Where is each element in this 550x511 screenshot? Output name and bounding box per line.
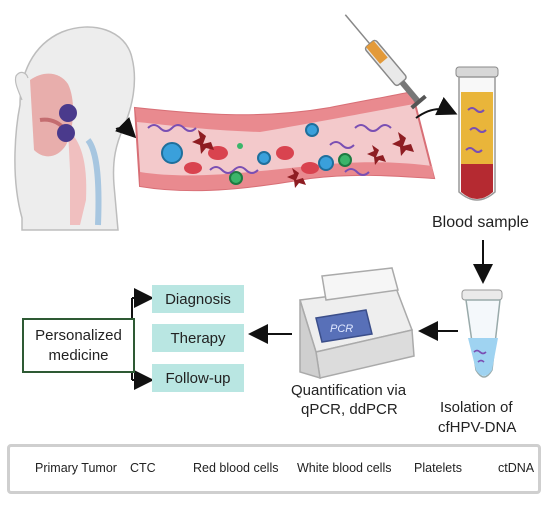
white-blood-cell [338, 153, 352, 167]
red-blood-cell [184, 162, 202, 174]
personalized-medicine-line1: Personalized [35, 326, 122, 344]
primary-tumor-mark [57, 124, 75, 142]
pcr-machine [299, 267, 415, 380]
legend [7, 444, 541, 494]
platelet [392, 132, 414, 156]
personalized-medicine-line2: medicine [48, 346, 109, 364]
blood-vessel [133, 90, 436, 192]
pcr-screen [315, 309, 373, 343]
white-blood-cell [237, 143, 243, 149]
legend-primary-tumor-label: Primary Tumor [35, 461, 117, 475]
flow-arrow [415, 96, 458, 119]
primary-tumor-mark [59, 104, 77, 122]
ctdna-strand [354, 124, 392, 132]
blood-tube [455, 66, 499, 201]
ctc-cell [257, 151, 271, 165]
microtube [461, 289, 503, 378]
pcr-screen-label: PCR [330, 323, 353, 335]
head-illustration [14, 26, 136, 231]
platelet [287, 168, 306, 188]
outcome-follow-up: Follow-up [152, 364, 244, 392]
isolation-label-line2: cfHPV-DNA [438, 419, 517, 436]
isolation-label-line1: Isolation of [440, 399, 513, 416]
ctdna-strand [344, 168, 370, 176]
personalized-medicine-box: Personalized medicine [22, 318, 135, 373]
platelet [367, 145, 386, 165]
quantification-label-line2: qPCR, ddPCR [301, 401, 398, 418]
blood-sample-label: Blood sample [432, 214, 529, 231]
ctdna-strand [329, 141, 355, 149]
ctdna-strand [147, 124, 197, 132]
ctc-cell [318, 155, 334, 171]
legend-red-blood-cells-label: Red blood cells [193, 461, 279, 475]
ctdna-strand [209, 166, 259, 174]
ctc-cell [161, 142, 183, 164]
flow-arrow [115, 117, 137, 139]
legend-platelets-label: Platelets [414, 461, 462, 475]
outcome-therapy: Therapy [152, 324, 244, 352]
quantification-label-line1: Quantification via [291, 382, 407, 399]
syringe [344, 14, 427, 110]
red-blood-cell [276, 146, 294, 160]
legend-ctdna-label: ctDNA [498, 461, 535, 475]
ctc-cell [305, 123, 319, 137]
white-blood-cell [229, 171, 243, 185]
platelet [192, 130, 214, 154]
legend-white-blood-cells-label: White blood cells [297, 461, 392, 475]
legend-ctc-label: CTC [130, 461, 156, 475]
red-blood-cell [301, 162, 319, 174]
outcome-diagnosis: Diagnosis [152, 285, 244, 313]
